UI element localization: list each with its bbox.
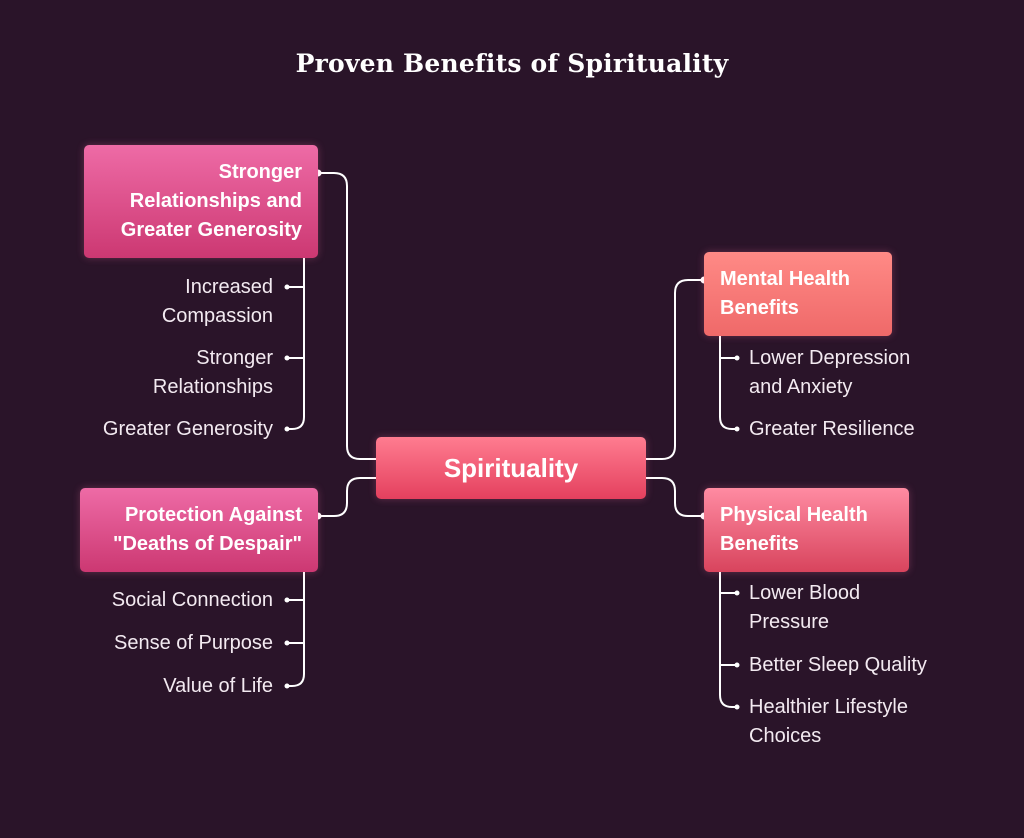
branch-physical-health-label: Physical Health Benefits (720, 501, 893, 559)
diagram-title: Proven Benefits of Spirituality (295, 49, 729, 78)
leaf-stronger-relationships: Stronger Relationships (153, 344, 273, 402)
branch-relationships-generosity-label: Stronger Relationships and Greater Gener… (100, 158, 302, 245)
leaf-increased-compassion: Increased Compassion (162, 273, 273, 331)
branch-mental-health: Mental Health Benefits (704, 252, 892, 336)
branch-label-line: Relationships and (129, 190, 302, 212)
leaf-line: Greater Generosity (102, 418, 273, 440)
leaf-line: Healthier Lifestyle (749, 696, 908, 718)
connector-center-despair (317, 477, 377, 517)
leaf-greater-resilience: Greater Resilience (749, 415, 915, 444)
branch-label-line: Physical Health (720, 504, 868, 526)
branch-label-line: Greater Generosity (120, 219, 302, 241)
center-node: Spirituality (376, 437, 646, 499)
center-label: Spirituality (443, 453, 579, 483)
branch-label-line: Stronger (218, 161, 302, 183)
connector-despair-trunk (286, 571, 305, 687)
leaf-better-sleep: Better Sleep Quality (749, 651, 927, 680)
branch-label-line: Protection Against (124, 504, 302, 526)
leaf-lower-blood-pressure: Lower Blood Pressure (749, 579, 860, 637)
leaf-line: Greater Resilience (749, 418, 915, 440)
branch-label-line: Mental Health (720, 268, 851, 290)
leaf-healthier-lifestyle: Healthier Lifestyle Choices (749, 693, 908, 751)
leaf-value-of-life: Value of Life (163, 672, 273, 701)
leaf-line: Compassion (161, 305, 273, 327)
leaf-social-connection: Social Connection (112, 586, 273, 615)
leaf-line: Choices (749, 725, 822, 747)
leaf-lower-depression: Lower Depression and Anxiety (749, 344, 910, 402)
leaf-line: Lower Blood (749, 582, 861, 604)
branch-deaths-of-despair: Protection Against "Deaths of Despair" (80, 488, 318, 572)
leaf-line: Sense of Purpose (114, 632, 273, 654)
leaf-greater-generosity: Greater Generosity (103, 415, 273, 444)
connector-relationships-trunk (286, 257, 305, 430)
leaf-line: Relationships (152, 376, 273, 398)
branch-physical-health: Physical Health Benefits (704, 488, 909, 572)
connector-physical-trunk (719, 571, 738, 708)
branch-label-line: "Deaths of Despair" (112, 533, 302, 555)
connector-center-mental (645, 279, 705, 460)
leaf-line: and Anxiety (749, 376, 853, 398)
connector-center-physical (645, 477, 705, 517)
leaf-line: Stronger (196, 347, 273, 369)
connector-mental-trunk (719, 335, 738, 430)
branch-label-line: Benefits (720, 533, 799, 555)
branch-relationships-generosity: Stronger Relationships and Greater Gener… (84, 145, 318, 258)
leaf-line: Increased (185, 276, 273, 298)
leaf-line: Social Connection (111, 589, 273, 611)
branch-deaths-of-despair-label: Protection Against "Deaths of Despair" (96, 501, 302, 559)
leaf-line: Value of Life (163, 675, 273, 697)
branch-mental-health-label: Mental Health Benefits (720, 265, 876, 323)
leaf-sense-of-purpose: Sense of Purpose (114, 629, 273, 658)
branch-label-line: Benefits (720, 297, 799, 319)
connector-center-relationships (317, 172, 377, 460)
leaf-line: Lower Depression (749, 347, 911, 369)
leaf-line: Better Sleep Quality (749, 654, 927, 676)
leaf-line: Pressure (749, 611, 830, 633)
